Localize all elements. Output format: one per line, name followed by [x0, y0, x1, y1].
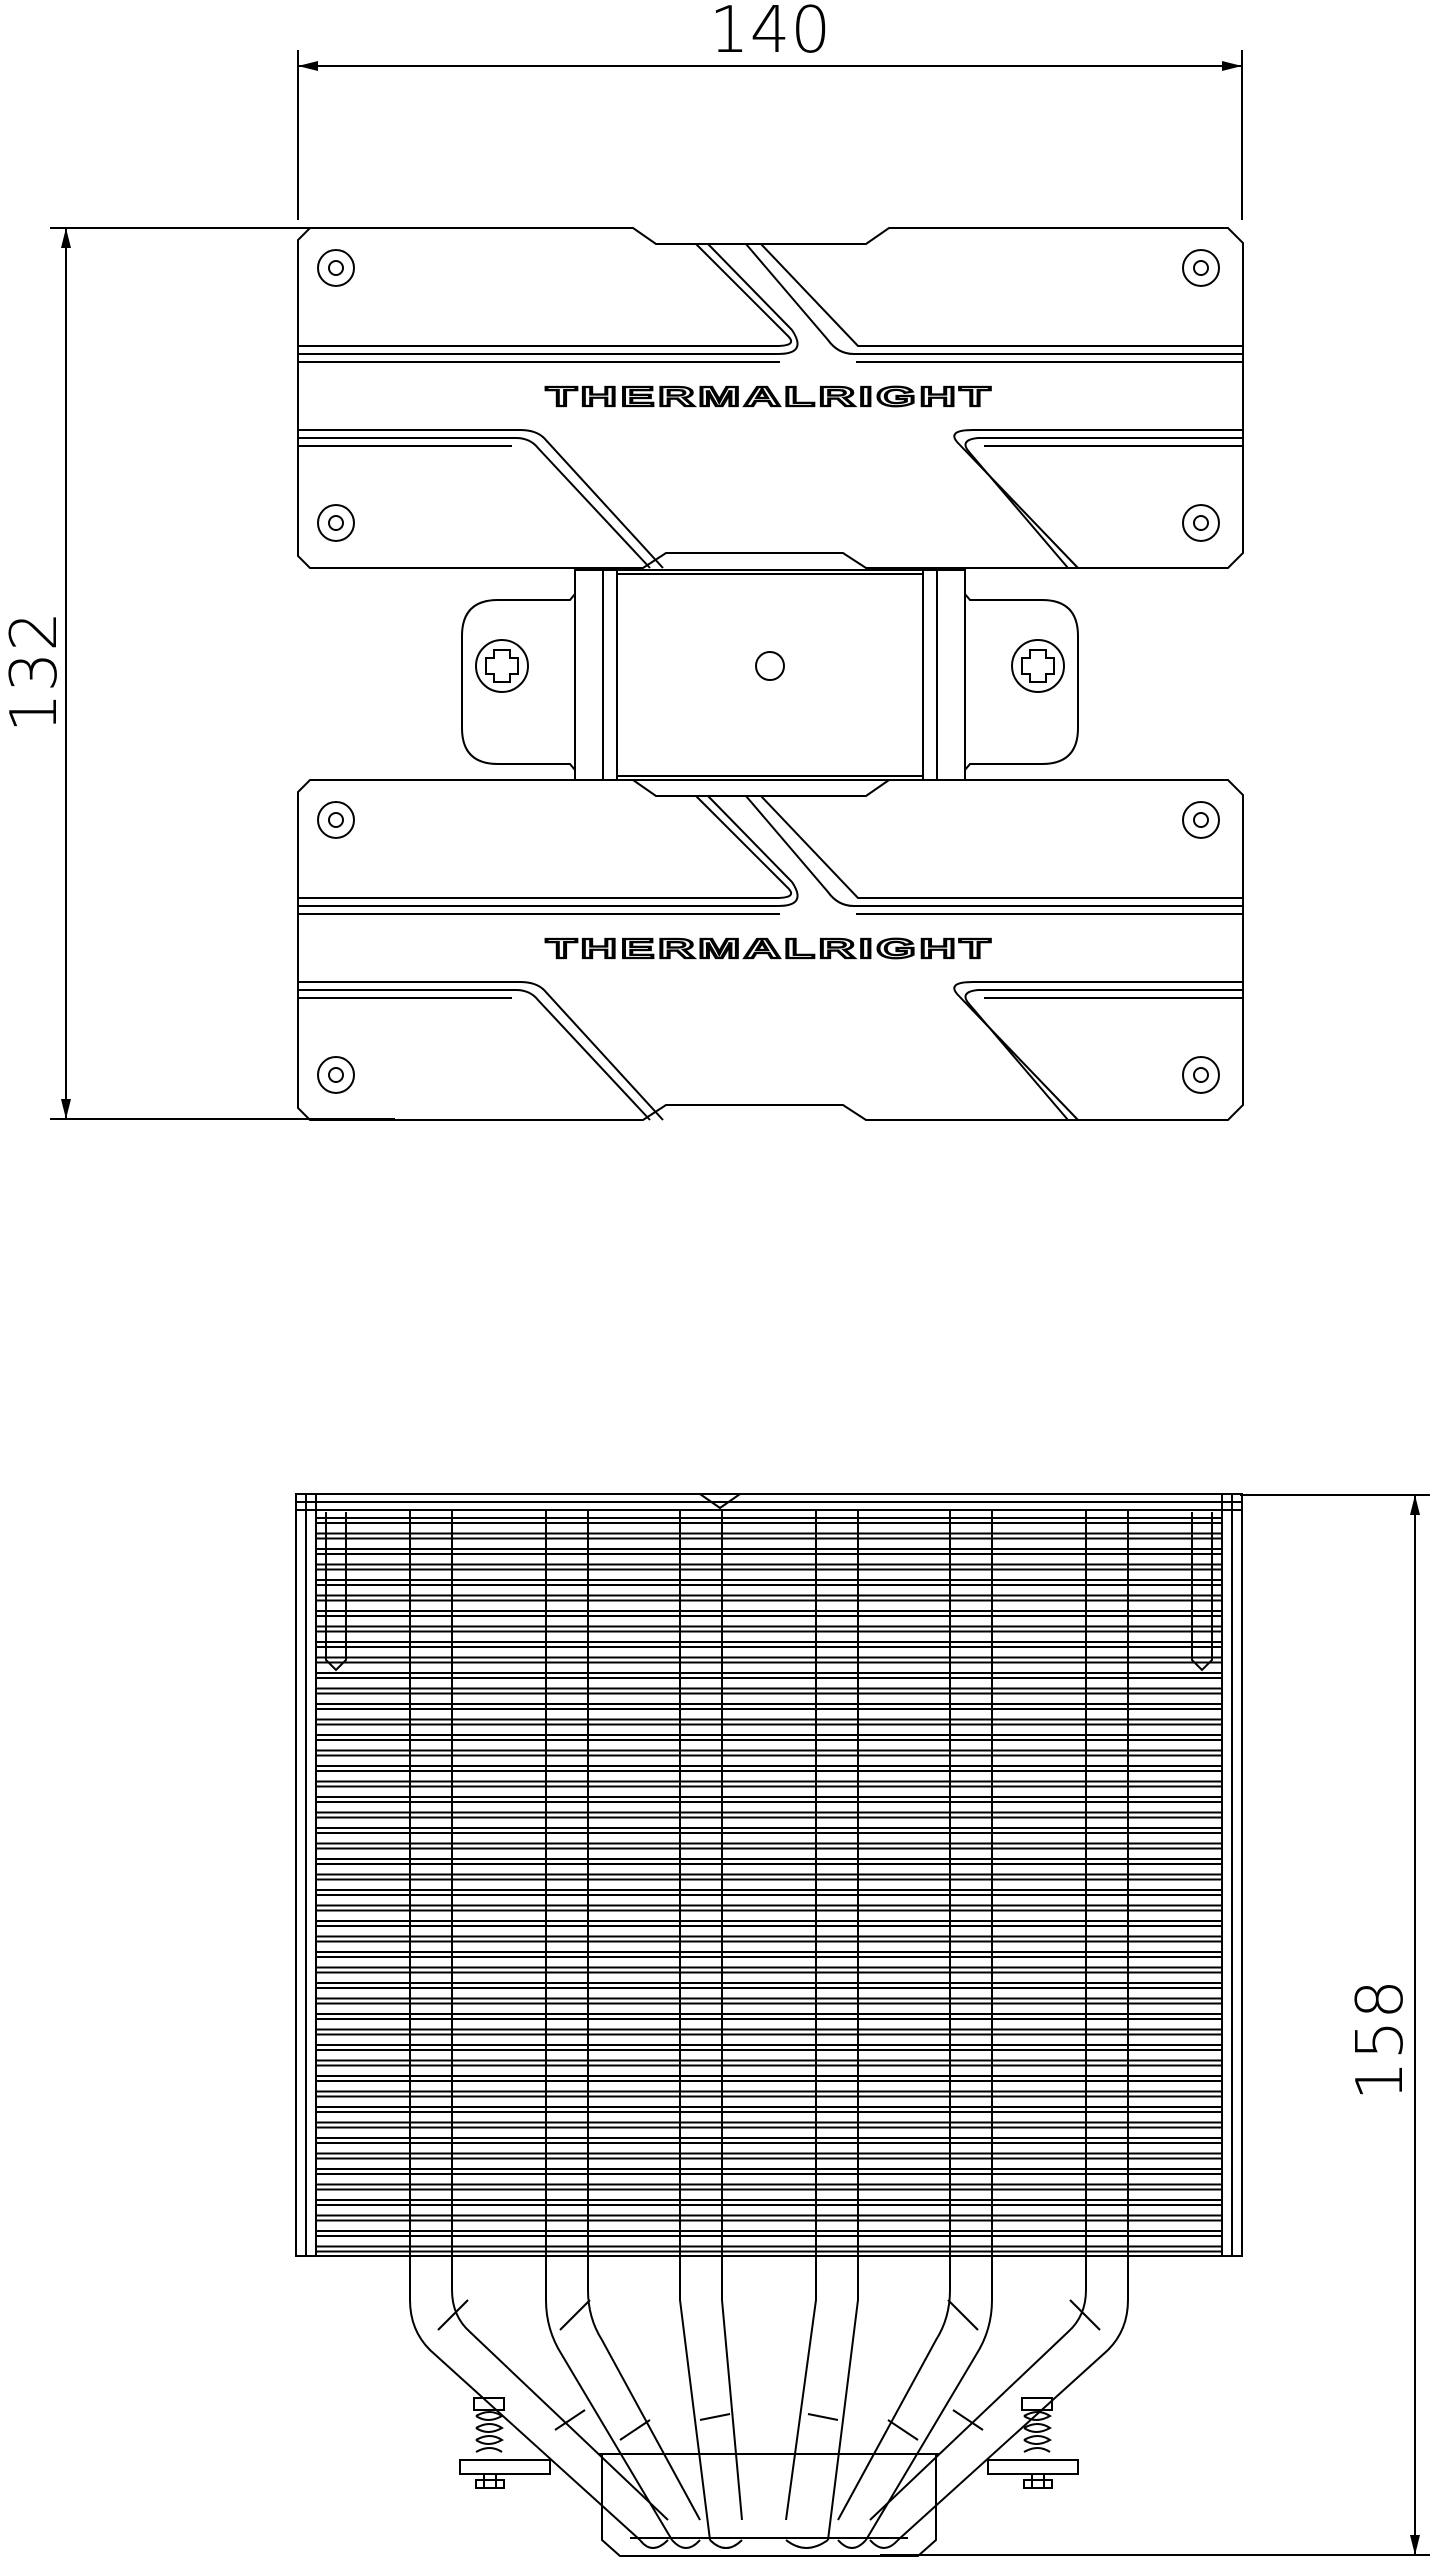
center-hole	[755, 651, 785, 681]
cooler-base	[459, 2397, 1079, 2557]
mounting-bracket	[461, 569, 1079, 781]
height-value: 158	[1344, 1979, 1418, 2101]
left-screw-icon	[475, 639, 529, 693]
width-value: 140	[709, 0, 831, 68]
left-spring-icon	[473, 2397, 505, 2489]
depth-dimension: 132	[0, 227, 395, 1120]
heatpipes	[409, 2256, 1129, 2549]
height-dimension: 158	[880, 1494, 1430, 2556]
depth-value: 132	[0, 611, 72, 733]
brand-logo-top: THERMALRIGHT	[546, 381, 994, 412]
fin-stack	[295, 1493, 1243, 2257]
width-dimension: 140	[297, 0, 1243, 220]
right-spring-icon	[1021, 2397, 1053, 2489]
top-view: 140 132 THERMALRIGHT	[0, 0, 1244, 1121]
side-view: 158	[295, 1493, 1430, 2557]
brand-logo-bottom: THERMALRIGHT	[546, 933, 994, 964]
right-screw-icon	[1011, 639, 1065, 693]
